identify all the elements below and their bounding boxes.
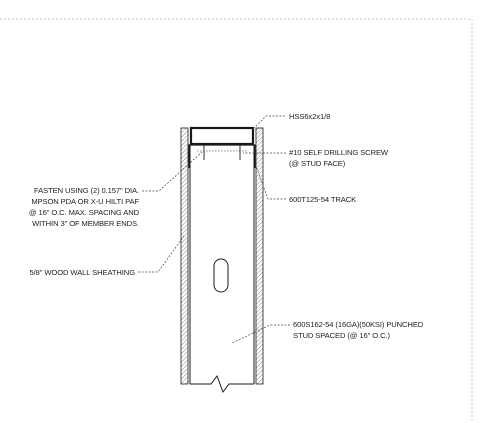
label-track: 600T125-54 TRACK (289, 195, 356, 204)
label-screw-2: (@ STUD FACE) (289, 159, 346, 168)
label-fasten-4: WITHIN 3" OF MEMBER ENDS. (32, 219, 139, 228)
leader-hss (252, 115, 285, 130)
label-fasten-1: FASTEN USING (2) 0.157" DIA. (34, 186, 139, 195)
stud-punchout (213, 258, 229, 293)
label-hss: HSS6x2x1/8 (289, 112, 330, 121)
label-fasten-3: @ 16" O.C. MAX. SPACING AND (29, 208, 140, 217)
break-line (190, 374, 254, 394)
wood-sheathing-left (180, 127, 189, 385)
label-stud-1: 600S162-54 (16GA)(50KSI) PUNCHED (293, 320, 424, 329)
leader-fasten (142, 151, 203, 192)
wood-sheathing-right (255, 127, 264, 385)
label-fasten-2: MPSON PDA OR X-U HILTI PAF (31, 197, 139, 206)
label-sheathing: 5/8" WOOD WALL SHEATHING (30, 268, 136, 277)
hss-tube (189, 126, 255, 146)
leader-track (255, 165, 286, 200)
label-screw-1: #10 SELF DRILLING SCREW (289, 148, 389, 157)
track-profile (188, 144, 256, 168)
label-stud-2: STUD SPACED (@ 16" O.C.) (293, 331, 390, 340)
leader-sheathing (138, 235, 185, 273)
